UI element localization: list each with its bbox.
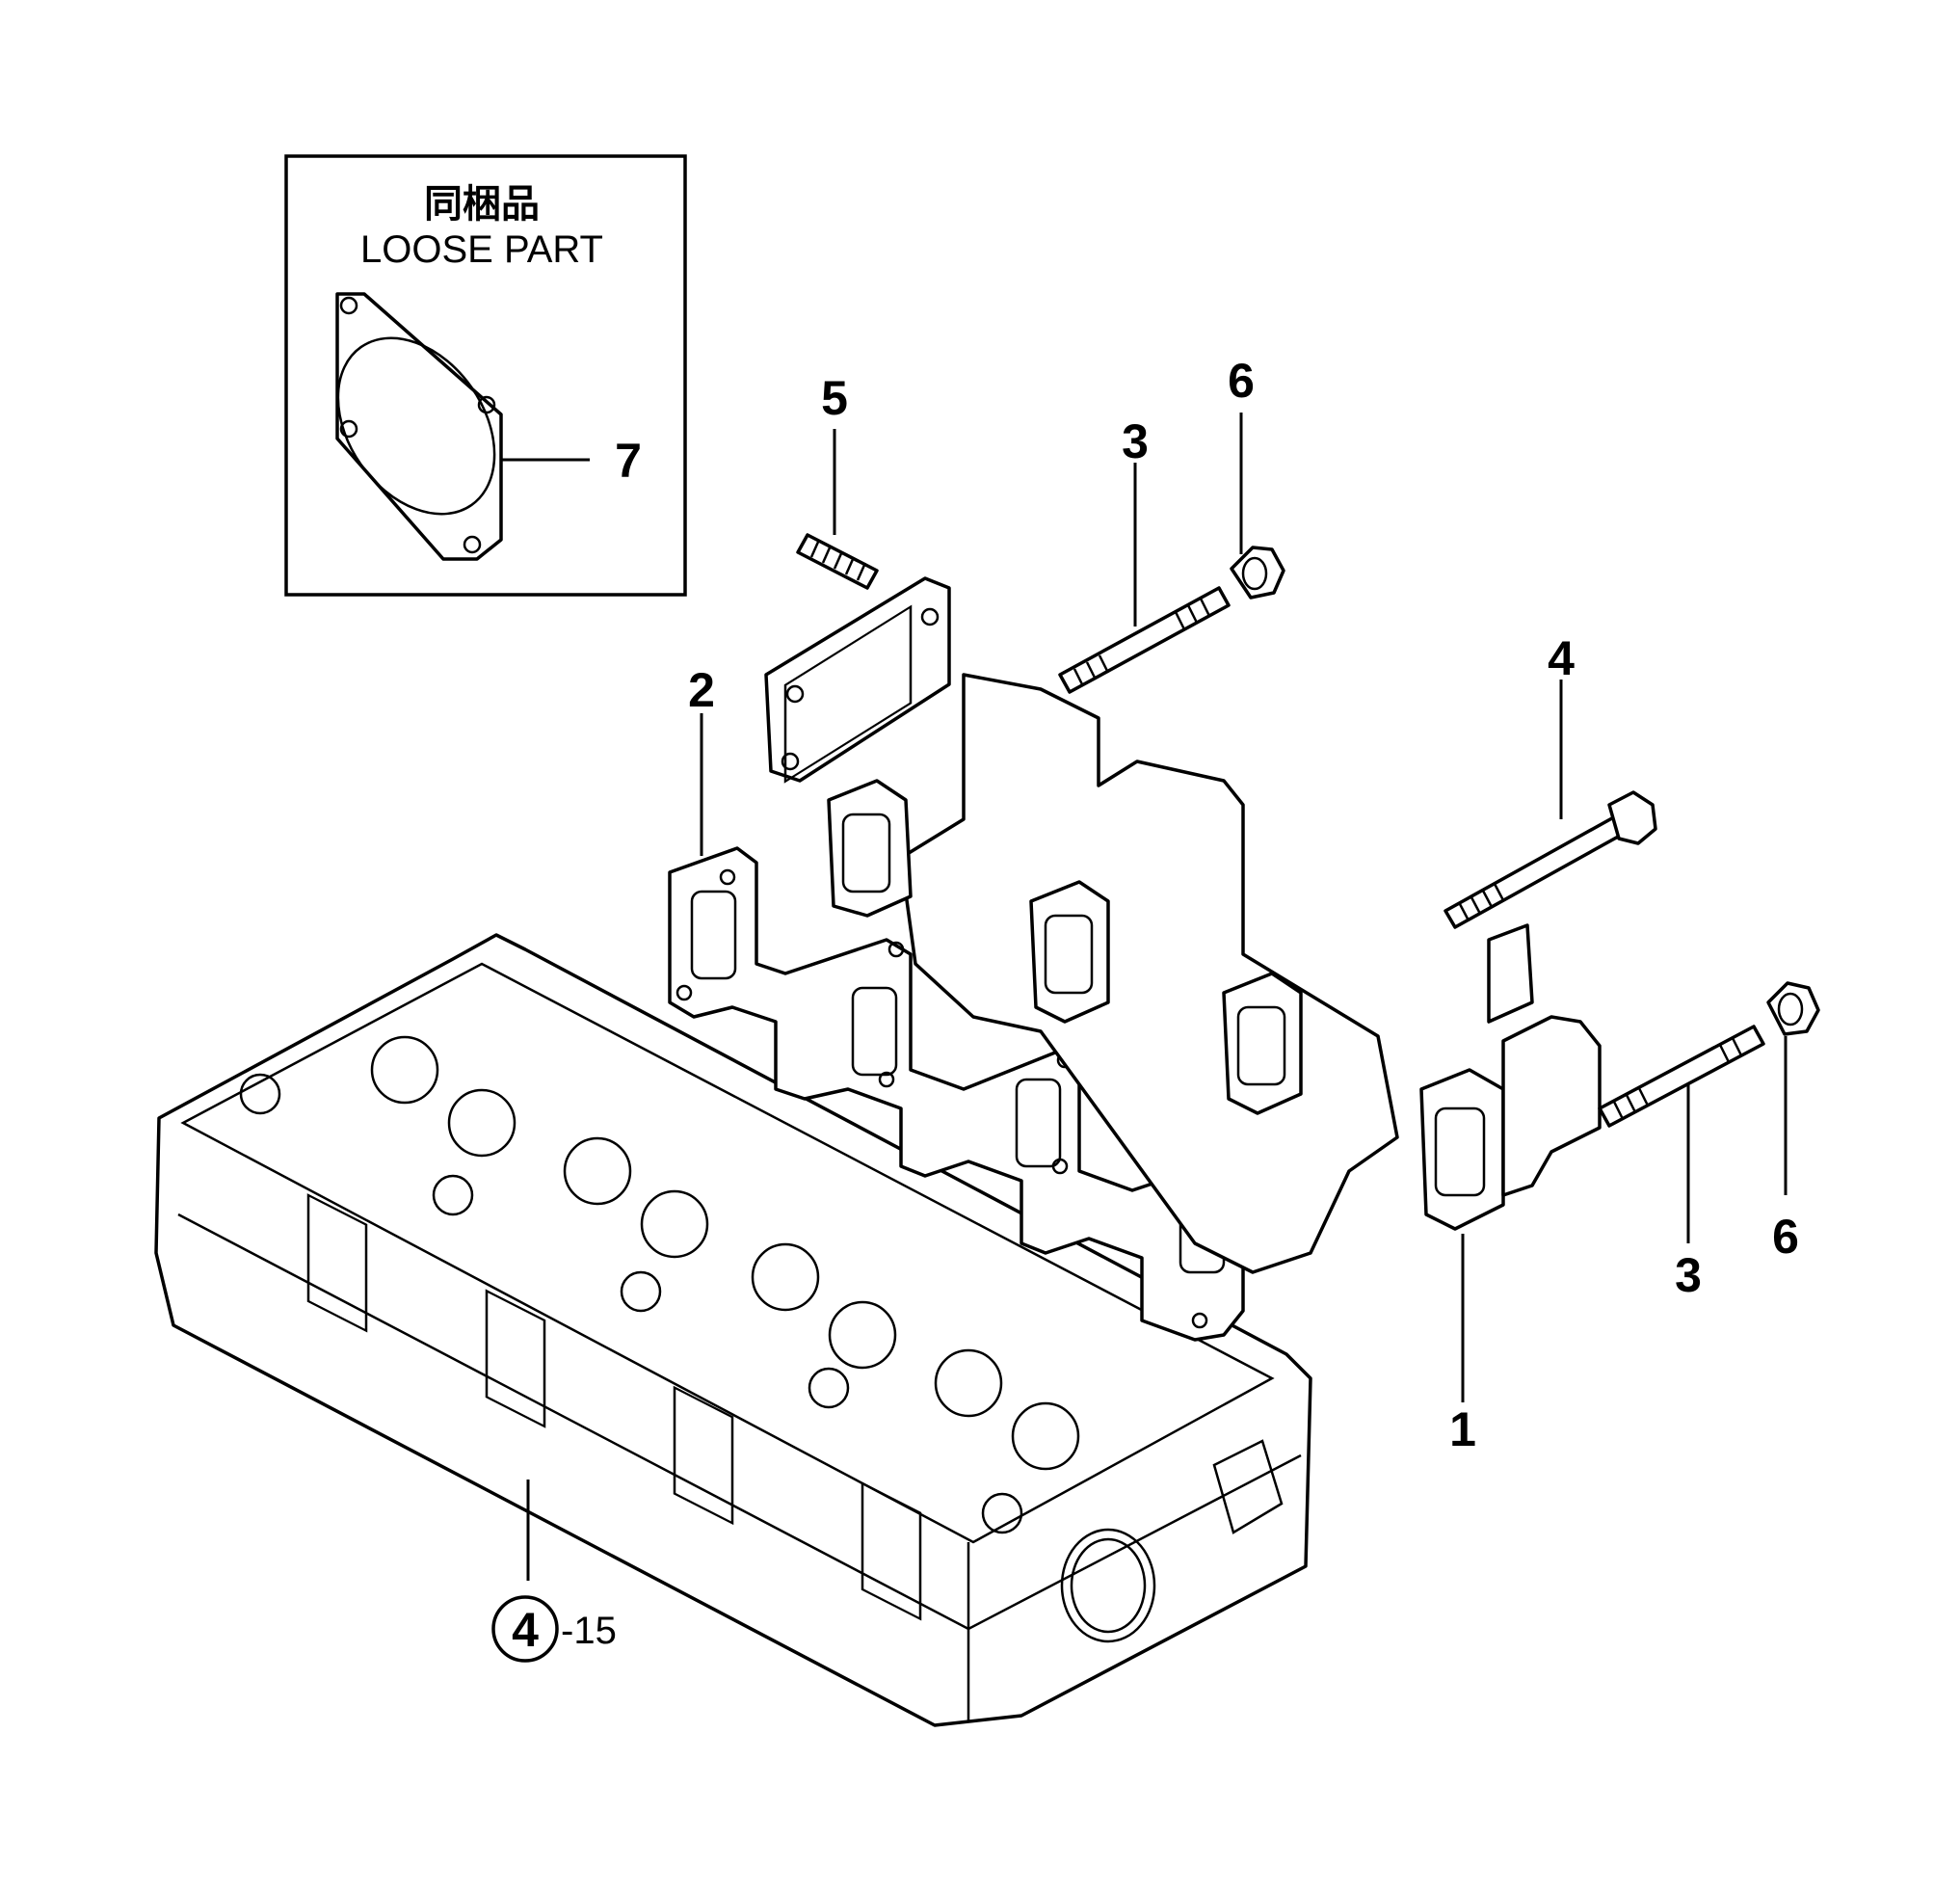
stud-bolt-part-3-upper xyxy=(1058,586,1231,694)
callout-2: 2 xyxy=(688,663,715,717)
loose-part-box: 同梱品 LOOSE PART 7 xyxy=(284,154,687,597)
callout-6-lower: 6 xyxy=(1772,1210,1799,1264)
callout-7: 7 xyxy=(615,434,642,488)
callout-3-upper: 3 xyxy=(1122,414,1149,468)
nut-part-6-upper xyxy=(1230,546,1285,600)
nut-part-6-lower xyxy=(1766,981,1820,1036)
callout-6-upper: 6 xyxy=(1228,354,1255,408)
cylinder-head xyxy=(154,933,1312,1727)
loose-part-title-jp: 同梱品 xyxy=(424,182,540,227)
reference-group-label: 4 -15 xyxy=(491,1595,617,1663)
callout-4: 4 xyxy=(1548,631,1575,685)
stud-part-5 xyxy=(796,533,879,590)
bolt-part-4 xyxy=(1444,790,1657,929)
callout-3-lower: 3 xyxy=(1675,1248,1702,1302)
exhaust-manifold-part-1 xyxy=(764,576,1602,1274)
callout-1: 1 xyxy=(1449,1402,1476,1456)
leader-lines xyxy=(526,413,1788,1581)
stud-bolt-part-3-lower xyxy=(1598,1025,1765,1128)
callout-5: 5 xyxy=(821,371,848,425)
loose-part-title-en: LOOSE PART xyxy=(360,228,603,271)
gasket-part-7 xyxy=(335,292,503,561)
reference-group-suffix: -15 xyxy=(561,1610,617,1652)
reference-group-number: 4 xyxy=(512,1603,539,1657)
